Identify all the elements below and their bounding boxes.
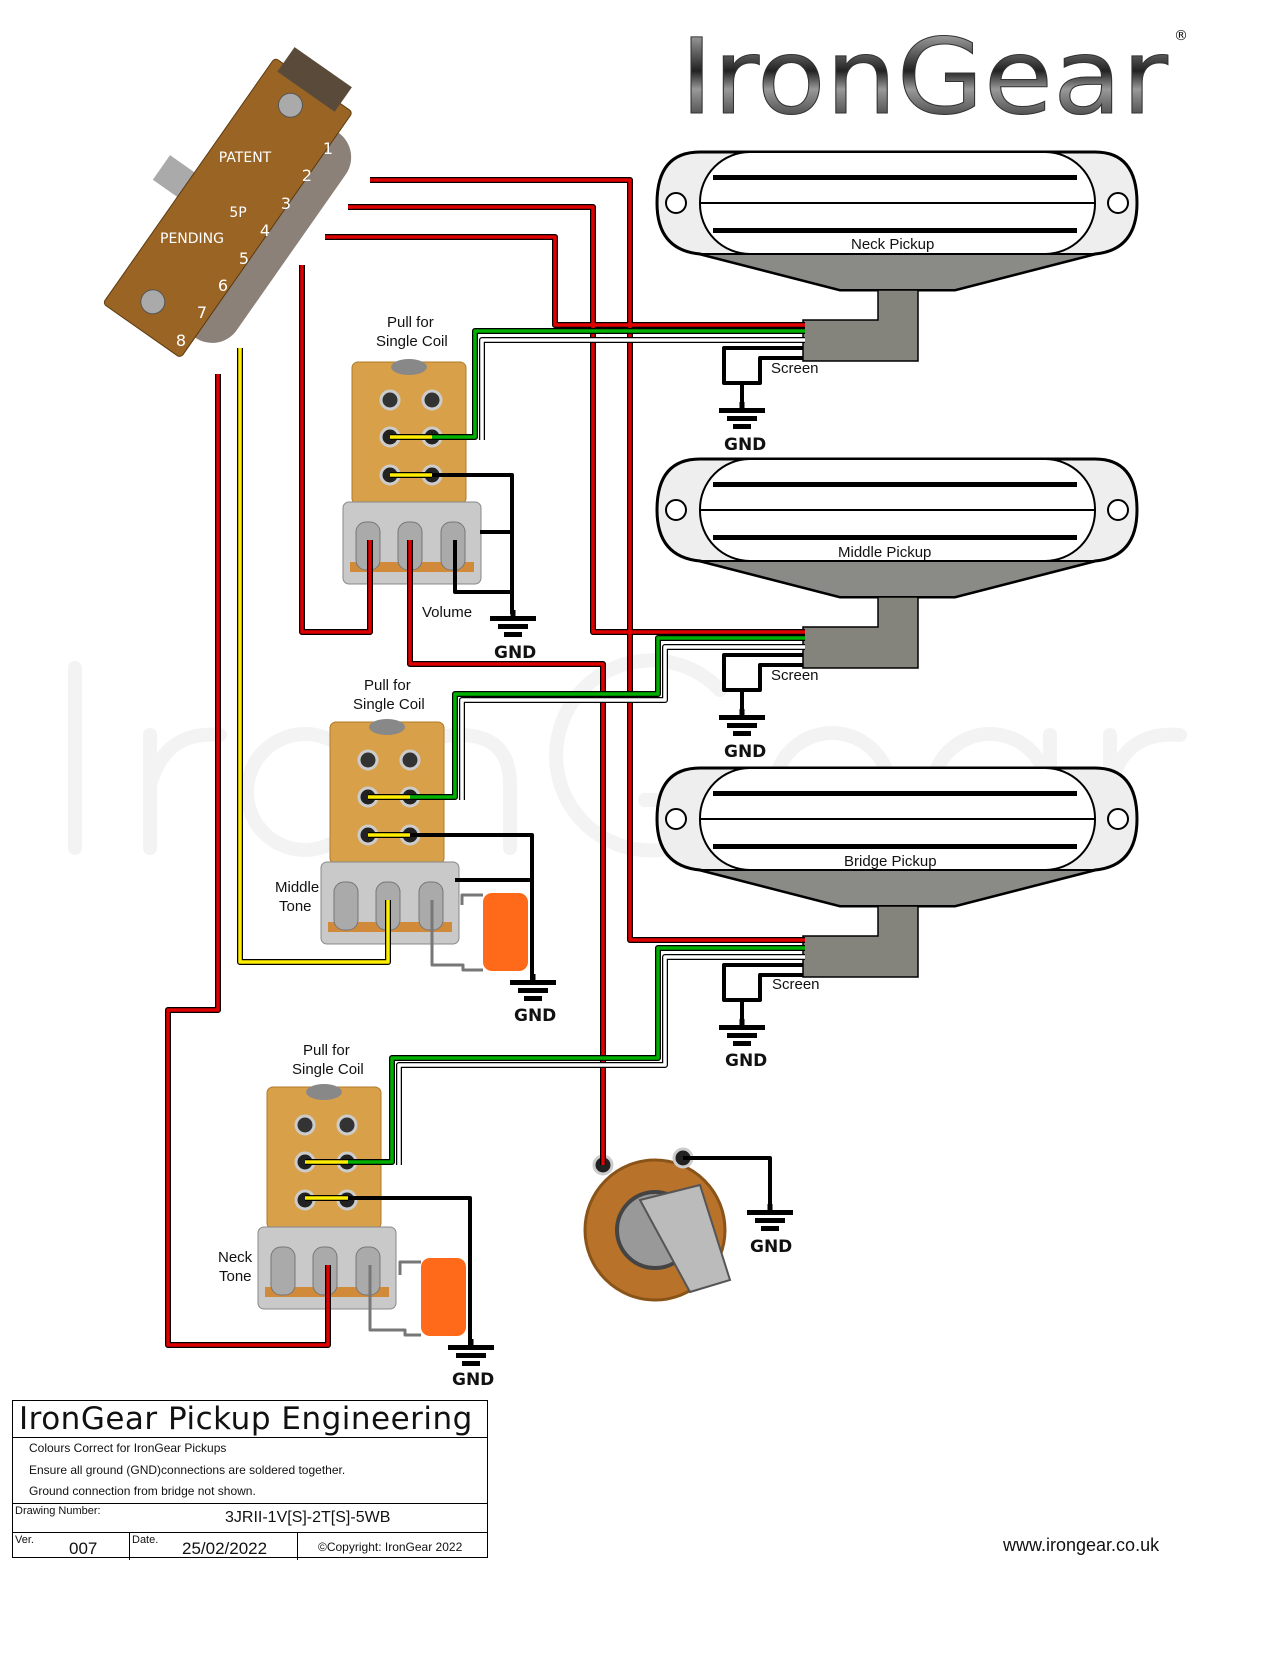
pull-label: Pull for bbox=[364, 677, 411, 694]
drawing-number-row: Drawing Number: 3JRII-1V[S]-2T[S]-5WB bbox=[13, 1504, 487, 1533]
title-block-notes: Colours Correct for IronGear Pickups Ens… bbox=[13, 1438, 487, 1504]
ground-symbol bbox=[490, 610, 536, 637]
ground-symbol bbox=[747, 1204, 793, 1231]
copyright: ©Copyright: IronGear 2022 bbox=[318, 1540, 463, 1554]
switch-model: 5P bbox=[229, 205, 246, 221]
date-label: Date. bbox=[132, 1534, 159, 1546]
neck-tone-label: Tone bbox=[219, 1268, 252, 1285]
gnd-label: GND bbox=[725, 1051, 767, 1071]
bridge-pickup-label: Bridge Pickup bbox=[844, 853, 937, 870]
website-link[interactable]: www.irongear.co.uk bbox=[1003, 1535, 1160, 1555]
screen-label: Screen bbox=[771, 667, 819, 684]
switch-terminal-8: 8 bbox=[176, 331, 186, 350]
gnd-label: GND bbox=[494, 643, 536, 663]
green-white-wires bbox=[348, 328, 805, 1165]
middle-tone-label: Tone bbox=[279, 898, 312, 915]
switch-terminal-6: 6 bbox=[218, 276, 228, 295]
switch-text-patent: PATENT bbox=[219, 150, 272, 166]
switch-terminal-4: 4 bbox=[260, 221, 270, 240]
brand-logo: IronGear bbox=[680, 16, 1168, 138]
switch-terminal-7: 7 bbox=[197, 303, 207, 322]
middle-tone-capacitor bbox=[483, 893, 528, 971]
ground-wires bbox=[348, 346, 803, 1345]
screen-label: Screen bbox=[772, 976, 820, 993]
pull-label: Pull for bbox=[387, 314, 434, 331]
title-block-title: IronGear Pickup Engineering bbox=[13, 1401, 487, 1438]
ground-symbol bbox=[719, 709, 765, 736]
drawing-number-label: Drawing Number: bbox=[15, 1505, 101, 1517]
gnd-label: GND bbox=[724, 435, 766, 455]
neck-pickup-label: Neck Pickup bbox=[851, 236, 934, 253]
ground-symbol bbox=[510, 974, 556, 1001]
switch-terminal-3: 3 bbox=[281, 194, 291, 213]
middle-tone-label: Middle bbox=[275, 879, 319, 896]
red-wires bbox=[165, 177, 805, 1348]
five-way-switch: PATENT 5P PENDING 1 2 3 4 5 6 7 8 bbox=[103, 47, 352, 357]
note: Colours Correct for IronGear Pickups bbox=[29, 1441, 227, 1455]
pull-label: Single Coil bbox=[353, 696, 425, 713]
screen-label: Screen bbox=[771, 360, 819, 377]
registered-mark: ® bbox=[1174, 28, 1188, 44]
neck-tone-capacitor bbox=[421, 1258, 466, 1336]
switch-terminal-5: 5 bbox=[239, 249, 249, 268]
version-row: Ver. 007 Date. 25/02/2022 ©Copyright: Ir… bbox=[13, 1533, 487, 1560]
gnd-label: GND bbox=[514, 1006, 556, 1026]
gnd-label: GND bbox=[724, 742, 766, 762]
switch-terminal-1: 1 bbox=[323, 139, 333, 158]
capacitor-leads bbox=[368, 893, 483, 1337]
neck-tone-label: Neck bbox=[218, 1249, 253, 1266]
ground-symbol bbox=[719, 402, 765, 429]
yellow-wires bbox=[237, 348, 432, 1201]
pull-label: Single Coil bbox=[376, 333, 448, 350]
gnd-label: GND bbox=[452, 1370, 494, 1390]
ver-label: Ver. bbox=[15, 1534, 34, 1546]
output-jack bbox=[583, 1147, 732, 1302]
volume-label: Volume bbox=[422, 604, 472, 621]
note: Ensure all ground (GND)connections are s… bbox=[29, 1462, 346, 1477]
title-block: IronGear Pickup Engineering Colours Corr… bbox=[12, 1400, 488, 1560]
drawing-number: 3JRII-1V[S]-2T[S]-5WB bbox=[225, 1509, 391, 1526]
switch-terminal-2: 2 bbox=[302, 166, 312, 185]
pull-label: Single Coil bbox=[292, 1061, 364, 1078]
gnd-label: GND bbox=[750, 1237, 792, 1257]
middle-pickup-label: Middle Pickup bbox=[838, 544, 931, 561]
ground-symbol bbox=[448, 1339, 494, 1366]
switch-text-pending: PENDING bbox=[160, 231, 224, 247]
version: 007 bbox=[69, 1539, 98, 1558]
ground-symbol bbox=[719, 1019, 765, 1046]
note: Ground connection from bridge not shown. bbox=[29, 1484, 256, 1498]
date: 25/02/2022 bbox=[182, 1539, 268, 1558]
pull-label: Pull for bbox=[303, 1042, 350, 1059]
